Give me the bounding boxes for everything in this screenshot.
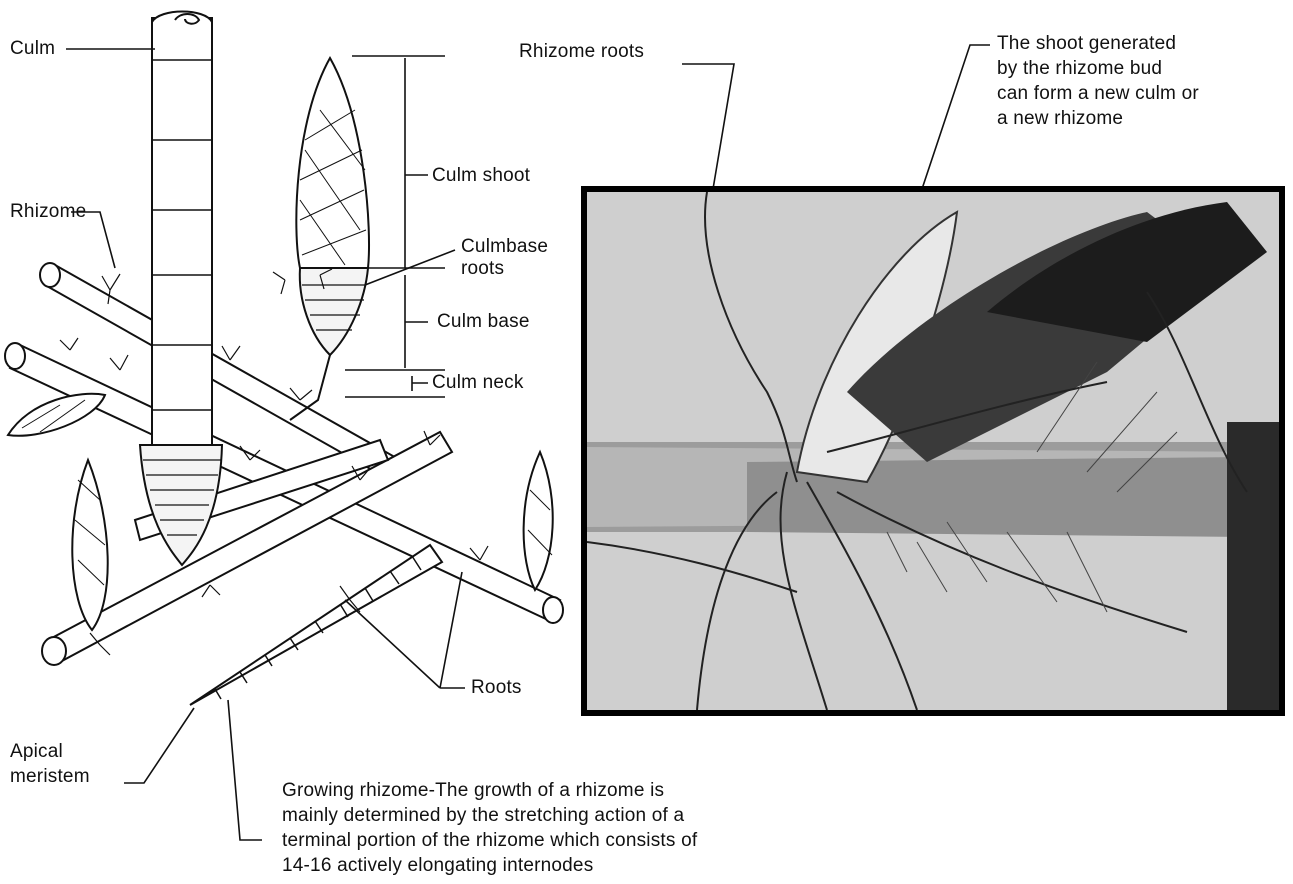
shoot-bottom-left (72, 460, 107, 630)
culmbase-roots-label-line1: Culmbase (461, 236, 548, 258)
rhizome-roots-leader (682, 64, 734, 195)
shoot-left (8, 394, 105, 436)
growing-caption-line: mainly determined by the stretching acti… (282, 805, 684, 827)
shoot-caption-line: a new rhizome (997, 108, 1123, 130)
photo-content (587, 192, 1279, 710)
culm-shoot (290, 58, 369, 420)
shoot-right (524, 452, 553, 590)
growing-caption-line: 14-16 actively elongating internodes (282, 855, 593, 877)
growing-caption-line: terminal portion of the rhizome which co… (282, 830, 697, 852)
growing-leader (228, 700, 262, 840)
shoot-caption-line: The shoot generated (997, 33, 1176, 55)
growing-caption-line: Growing rhizome-The growth of a rhizome … (282, 780, 664, 802)
shoot-caption-line: can form a new culm or (997, 83, 1199, 105)
culm-neck-dim (345, 370, 445, 397)
roots-label: Roots (471, 677, 522, 699)
culm-shoot-label: Culm shoot (432, 165, 530, 187)
culm-label: Culm (10, 38, 55, 60)
culm (140, 12, 222, 566)
culmbase-roots-label-line2: roots (461, 258, 504, 280)
rhizome-roots-label: Rhizome roots (519, 41, 644, 63)
culm-base-label: Culm base (437, 311, 530, 333)
shoot-caption-line: by the rhizome bud (997, 58, 1162, 80)
rhizome-label: Rhizome (10, 201, 86, 223)
culm-neck-label: Culm neck (432, 372, 524, 394)
rhizome-photo (581, 186, 1285, 716)
culm-base-dim (405, 275, 428, 368)
apical-meristem-label-line1: Apical (10, 741, 63, 763)
apical-meristem-label-line2: meristem (10, 766, 90, 788)
apical-leader (124, 708, 194, 783)
